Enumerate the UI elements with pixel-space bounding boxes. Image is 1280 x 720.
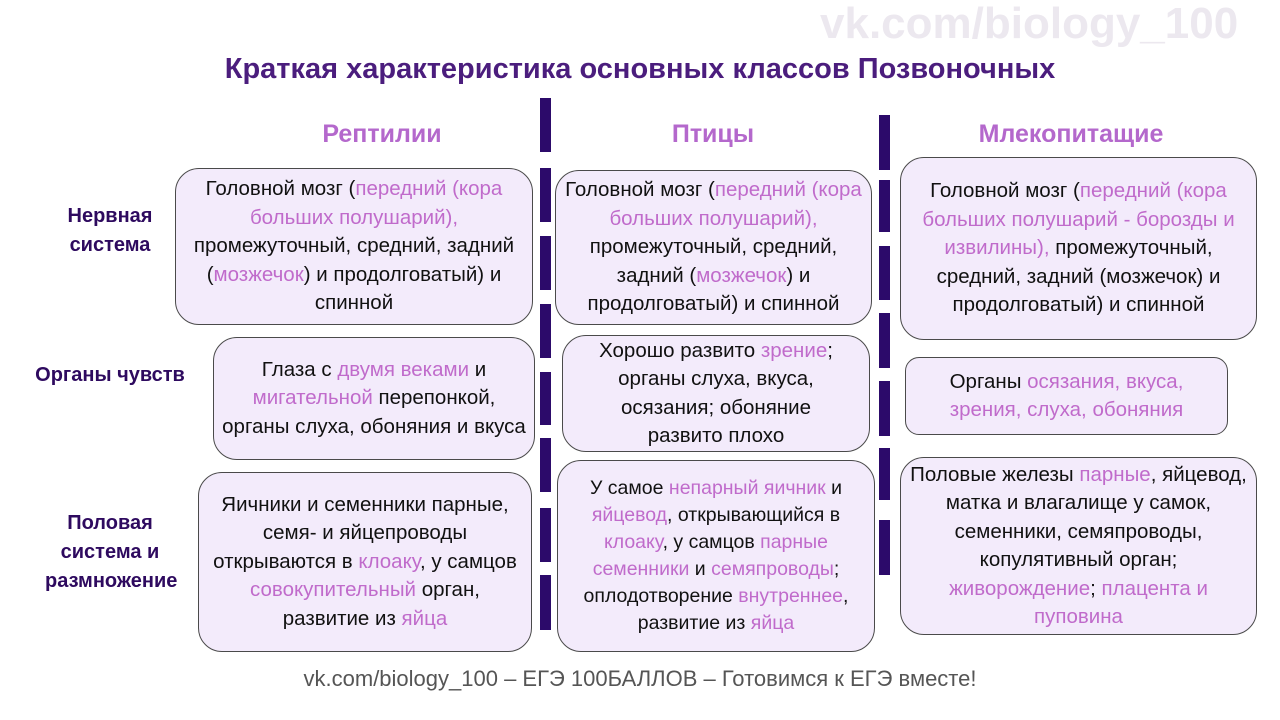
- text-segment: перепонкой, органы слуха, обоняния и вку…: [222, 386, 526, 438]
- cell-text: Головной мозг (передний (кора больших по…: [558, 176, 869, 319]
- text-segment: ; органы слуха, вкуса, осязания; обоняни…: [618, 338, 833, 448]
- highlighted-term: парные: [1079, 462, 1151, 486]
- text-segment: , яйцевод, матка и влагалище у самок, се…: [945, 462, 1247, 572]
- highlighted-term: осязания, вкуса, зрения, слуха, обоняния: [949, 369, 1184, 422]
- column-divider: [540, 508, 551, 562]
- highlighted-term: мозжечок: [696, 263, 787, 287]
- text-segment: Глаза с: [261, 357, 338, 381]
- column-divider: [879, 448, 890, 500]
- text-segment: промежуточный, средний, задний (: [193, 234, 515, 286]
- cell-text: Головной мозг (передний (кора больших по…: [184, 175, 524, 318]
- text-segment: ) и продолговатый) и спинной: [587, 263, 840, 316]
- text-segment: и: [825, 477, 842, 499]
- column-header-reptiles: Рептилии: [322, 120, 442, 148]
- cell-birds-reproduction: У самое непарный яичник и яйцевод, откры…: [557, 460, 875, 652]
- column-divider: [879, 115, 890, 170]
- column-divider: [540, 438, 551, 492]
- column-divider: [540, 372, 551, 425]
- text-segment: Головной мозг (: [205, 177, 356, 201]
- highlighted-term: яйцевод: [591, 504, 668, 526]
- cell-text: Половые железы парные, яйцевод, матка и …: [909, 461, 1248, 632]
- text-segment: промежуточный, средний, задний (мозжечок…: [936, 236, 1221, 317]
- text-segment: и: [689, 558, 712, 580]
- column-divider: [879, 313, 890, 368]
- row-label-reproduction: Половая система и размножение: [45, 512, 178, 592]
- text-segment: , у самцов: [419, 549, 517, 573]
- highlighted-term: мигательной: [252, 386, 373, 410]
- cell-mammals-reproduction: Половые железы парные, яйцевод, матка и …: [900, 457, 1257, 635]
- cell-text: У самое непарный яичник и яйцевод, откры…: [562, 475, 870, 637]
- cell-reptiles-reproduction: Яичники и семенники парные, семя- и яйце…: [198, 472, 532, 652]
- highlighted-term: двумя веками: [337, 357, 470, 381]
- text-segment: Хорошо развито: [599, 338, 761, 362]
- column-divider: [540, 236, 551, 290]
- highlighted-term: мозжечок: [213, 262, 304, 286]
- text-segment: , развитие из: [637, 585, 849, 634]
- text-segment: , открывающийся в: [667, 504, 841, 526]
- column-divider: [879, 180, 890, 232]
- column-divider: [540, 575, 551, 630]
- text-segment: Органы: [949, 369, 1028, 393]
- column-divider: [879, 246, 890, 300]
- cell-mammals-senses: Органы осязания, вкуса, зрения, слуха, о…: [905, 357, 1228, 435]
- text-segment: Яичники и семенники парные, семя- и яйце…: [213, 492, 509, 573]
- column-divider: [540, 98, 551, 152]
- cell-text: Глаза с двумя веками и мигательной переп…: [222, 356, 526, 442]
- highlighted-term: передний (кора больших полушарий - бороз…: [922, 179, 1235, 260]
- cell-reptiles-senses: Глаза с двумя веками и мигательной переп…: [213, 337, 535, 460]
- highlighted-term: живорождение: [949, 576, 1091, 600]
- text-segment: и: [469, 357, 487, 381]
- text-segment: , у самцов: [662, 531, 761, 553]
- column-header-birds: Птицы: [671, 120, 755, 148]
- text-segment: ;: [1090, 576, 1102, 600]
- column-header-mammals: Млекопитащие: [978, 120, 1164, 148]
- highlighted-term: передний (кора больших полушарий),: [609, 178, 862, 230]
- cell-birds-senses: Хорошо развито зрение; органы слуха, вку…: [562, 335, 870, 452]
- text-segment: У самое: [590, 477, 669, 499]
- cell-mammals-nervous: Головной мозг (передний (кора больших по…: [900, 157, 1257, 340]
- text-segment: ; оплодотворение: [583, 558, 840, 607]
- footer-text: vk.com/biology_100 – ЕГЭ 100БАЛЛОВ – Гот…: [303, 666, 977, 691]
- text-segment: промежуточный, средний, задний (: [589, 235, 838, 287]
- cell-text: Головной мозг (передний (кора больших по…: [917, 177, 1240, 320]
- highlighted-term: клоаку: [358, 549, 420, 573]
- cell-text: Хорошо развито зрение; органы слуха, вку…: [583, 337, 849, 451]
- highlighted-term: зрение: [760, 338, 828, 362]
- cell-reptiles-nervous: Головной мозг (передний (кора больших по…: [175, 168, 533, 325]
- row-label-nervous-system: Нервная система: [67, 205, 153, 256]
- highlighted-term: яйца: [750, 612, 795, 634]
- text-segment: Головной мозг (: [930, 179, 1080, 203]
- text-segment: ) и продолговатый) и спинной: [303, 262, 502, 315]
- column-divider: [879, 381, 890, 436]
- page-title: Краткая характеристика основных классов …: [224, 53, 1056, 85]
- highlighted-term: клоаку: [603, 531, 663, 553]
- row-label-sense-organs: Органы чувств: [35, 364, 185, 386]
- cell-text: Органы осязания, вкуса, зрения, слуха, о…: [922, 368, 1211, 425]
- highlighted-term: передний (кора больших полушарий),: [249, 177, 503, 229]
- highlighted-term: плацента и пуповина: [1034, 576, 1208, 629]
- highlighted-term: семяпроводы: [711, 558, 834, 580]
- highlighted-term: совокупительный: [250, 578, 417, 602]
- highlighted-term: непарный яичник: [668, 477, 826, 499]
- text-segment: Головной мозг (: [565, 178, 715, 202]
- cell-text: Яичники и семенники парные, семя- и яйце…: [213, 491, 517, 634]
- highlighted-term: парные семенники: [592, 531, 829, 580]
- highlighted-term: яйца: [401, 606, 448, 630]
- watermark: vk.com/biology_100: [820, 0, 1239, 48]
- cell-birds-nervous: Головной мозг (передний (кора больших по…: [555, 170, 872, 325]
- column-divider: [879, 520, 890, 575]
- column-divider: [540, 304, 551, 358]
- highlighted-term: внутреннее: [738, 585, 844, 607]
- text-segment: орган, развитие из: [282, 578, 480, 630]
- text-segment: Половые железы: [910, 462, 1080, 486]
- column-divider: [540, 168, 551, 222]
